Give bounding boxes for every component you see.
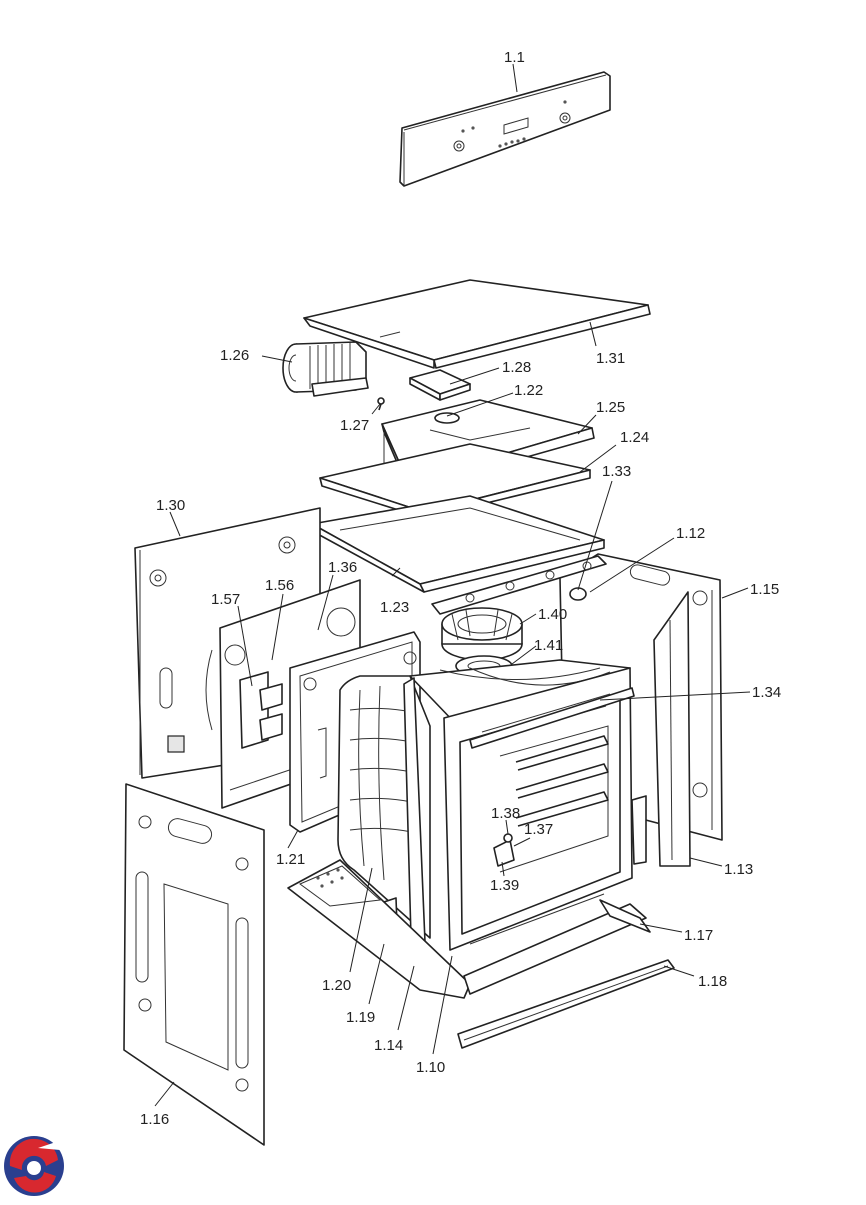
label-1-39: 1.39 [490, 877, 519, 894]
label-1-14: 1.14 [374, 1037, 403, 1054]
base-frame [287, 859, 651, 999]
fan-cover-bracket [239, 671, 283, 749]
label-1-41: 1.41 [534, 637, 563, 654]
brand-logo [4, 1136, 64, 1196]
label-1-21: 1.21 [276, 851, 305, 868]
label-1-22: 1.22 [514, 382, 543, 399]
electronic-module [409, 369, 471, 401]
convection-fan [441, 607, 523, 661]
label-1-57: 1.57 [211, 591, 240, 608]
bottom-rail [457, 959, 675, 1049]
right-front-upright [631, 591, 691, 867]
label-1-38: 1.38 [491, 805, 520, 822]
label-1-20: 1.20 [322, 977, 351, 994]
label-1-33: 1.33 [602, 463, 631, 480]
label-1-18: 1.18 [698, 973, 727, 990]
label-1-17: 1.17 [684, 927, 713, 944]
part-labels: 1.1 1.26 1.28 1.31 1.22 1.27 1.25 1.24 1… [140, 49, 781, 1128]
label-1-34: 1.34 [752, 684, 781, 701]
screw [377, 397, 385, 411]
label-1-12: 1.12 [676, 525, 705, 542]
front-top-rail [469, 687, 635, 749]
label-1-36: 1.36 [328, 559, 357, 576]
lamp-holder [569, 587, 587, 601]
label-1-30: 1.30 [156, 497, 185, 514]
top-cover [303, 279, 651, 369]
label-1-37: 1.37 [524, 821, 553, 838]
label-1-25: 1.25 [596, 399, 625, 416]
label-1-56: 1.56 [265, 577, 294, 594]
tangential-fan [282, 341, 369, 397]
label-1-24: 1.24 [620, 429, 649, 446]
label-1-26: 1.26 [220, 347, 249, 364]
label-1-31: 1.31 [596, 350, 625, 367]
label-1-40: 1.40 [538, 606, 567, 623]
label-1-10: 1.10 [416, 1059, 445, 1076]
label-1-23: 1.23 [380, 599, 409, 616]
label-1-27: 1.27 [340, 417, 369, 434]
side-panel-large [123, 783, 265, 1146]
leader-lines [154, 63, 751, 1107]
top-frame-rail [431, 555, 607, 615]
top-tray [311, 495, 605, 593]
control-panel-fascia [399, 71, 611, 187]
label-1-13: 1.13 [724, 861, 753, 878]
label-1-19: 1.19 [346, 1009, 375, 1026]
label-1-1: 1.1 [504, 49, 525, 66]
label-1-28: 1.28 [502, 359, 531, 376]
label-1-15: 1.15 [750, 581, 779, 598]
label-1-16: 1.16 [140, 1111, 169, 1128]
